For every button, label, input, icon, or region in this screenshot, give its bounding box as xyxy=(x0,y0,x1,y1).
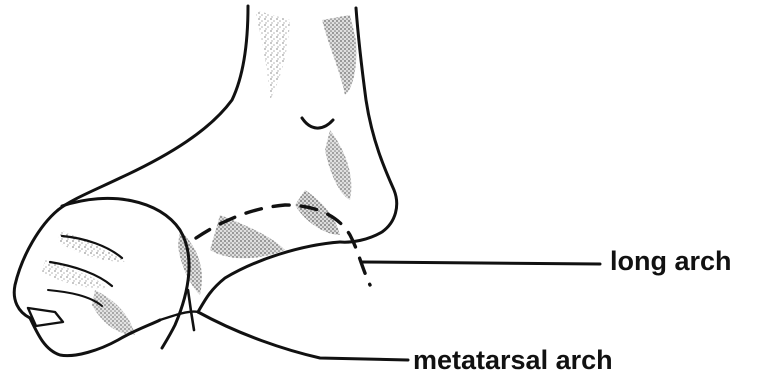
foot-shading xyxy=(42,10,356,335)
metatarsal-arch-leader xyxy=(198,312,408,360)
long-arch-label: long arch xyxy=(610,248,732,275)
metatarsal-arch-label: metatarsal arch xyxy=(413,347,613,374)
long-arch-leader xyxy=(362,262,600,264)
